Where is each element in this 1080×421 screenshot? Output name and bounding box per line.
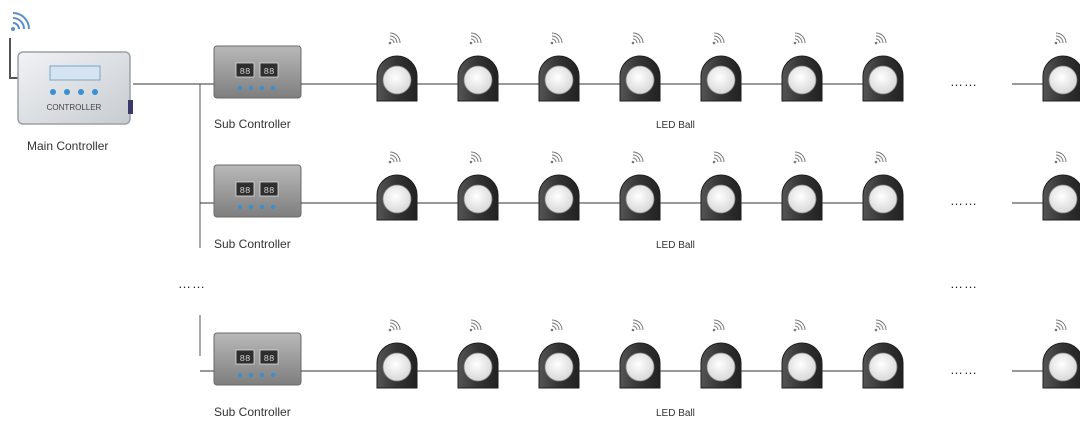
indicator-dot: [270, 85, 276, 91]
indicator-dot: [237, 372, 243, 378]
indicator-dot: [237, 85, 243, 91]
led-ball-icon: [781, 342, 823, 389]
digit-display: [235, 62, 255, 78]
digit-text: 88: [264, 354, 275, 364]
digit-display: [259, 349, 279, 365]
wifi-icon: [1054, 32, 1067, 45]
wifi-icon: [469, 32, 482, 45]
led-ball-icon: [538, 55, 580, 102]
led-ball-icon: [700, 342, 742, 389]
digit-text: 88: [240, 186, 251, 196]
wifi-icon: [712, 319, 725, 332]
led-ball-icon: [376, 55, 418, 102]
led-ball-icon: [862, 174, 904, 221]
main-controller: CONTROLLER: [17, 51, 133, 125]
led-ball-icon: [376, 342, 418, 389]
continuation-mark: ……: [178, 276, 206, 291]
indicator-dot: [259, 204, 265, 210]
digit-display: [259, 181, 279, 197]
led-ball-icon: [781, 55, 823, 102]
wifi-icon: [631, 151, 644, 164]
indicator-dot: [259, 372, 265, 378]
digit-display: [259, 62, 279, 78]
wifi-icon: [388, 151, 401, 164]
led-ball-icon: [862, 55, 904, 102]
led-ball-icon: [700, 55, 742, 102]
continuation-mark: ……: [950, 362, 978, 377]
sub-controller-label: Sub Controller: [214, 237, 291, 251]
wifi-icon: [793, 319, 806, 332]
led-ball-icon: [376, 174, 418, 221]
wifi-icon: [712, 151, 725, 164]
digit-text: 88: [240, 67, 251, 77]
sub-controller: 88 88: [213, 164, 302, 218]
led-ball-icon: [538, 174, 580, 221]
wifi-icon: [550, 319, 563, 332]
wifi-icon: [874, 319, 887, 332]
wifi-icon: [793, 151, 806, 164]
led-ball-icon: [619, 55, 661, 102]
indicator-dot: [248, 372, 254, 378]
digit-text: 88: [264, 186, 275, 196]
continuation-mark: ……: [950, 193, 978, 208]
digit-text: 88: [264, 67, 275, 77]
sub-controller-label: Sub Controller: [214, 117, 291, 131]
led-ball-icon: [457, 174, 499, 221]
indicator-dot: [259, 85, 265, 91]
led-ball-icon: [619, 174, 661, 221]
led-ball-label: LED Ball: [656, 240, 695, 251]
led-ball-icon: [862, 342, 904, 389]
wifi-icon: [631, 319, 644, 332]
indicator-dot: [248, 204, 254, 210]
wifi-icon: [11, 12, 30, 31]
led-ball-icon: [457, 55, 499, 102]
indicator-dot: [270, 204, 276, 210]
continuation-mark: ……: [950, 276, 978, 291]
sub-controller: 88 88: [213, 332, 302, 386]
sub-controller-label: Sub Controller: [214, 405, 291, 419]
continuation-mark: ……: [950, 74, 978, 89]
wifi-icon: [874, 32, 887, 45]
wifi-icon: [388, 32, 401, 45]
indicator-dot: [237, 204, 243, 210]
indicator-dot: [248, 85, 254, 91]
wifi-icon: [469, 319, 482, 332]
digit-display: [235, 181, 255, 197]
led-ball-icon: [619, 342, 661, 389]
led-ball-icon: [1042, 55, 1080, 102]
wifi-icon: [874, 151, 887, 164]
wifi-icon: [793, 32, 806, 45]
digit-display: [235, 349, 255, 365]
led-ball-icon: [1042, 174, 1080, 221]
led-ball-icon: [538, 342, 580, 389]
led-ball-label: LED Ball: [656, 120, 695, 131]
led-ball-icon: [781, 174, 823, 221]
main-controller-label: Main Controller: [27, 139, 109, 153]
wifi-icon: [712, 32, 725, 45]
wifi-icon: [388, 319, 401, 332]
controller-device-text: CONTROLLER: [47, 103, 102, 112]
led-ball-icon: [457, 342, 499, 389]
wifi-icon: [631, 32, 644, 45]
wifi-icon: [1054, 319, 1067, 332]
wifi-icon: [1054, 151, 1067, 164]
wifi-icon: [550, 32, 563, 45]
wifi-icon: [469, 151, 482, 164]
led-ball-icon: [1042, 342, 1080, 389]
wifi-icon: [550, 151, 563, 164]
led-ball-label: LED Ball: [656, 408, 695, 419]
sub-controller: 88 88: [213, 45, 302, 99]
led-ball-icon: [700, 174, 742, 221]
digit-text: 88: [240, 354, 251, 364]
indicator-dot: [270, 372, 276, 378]
